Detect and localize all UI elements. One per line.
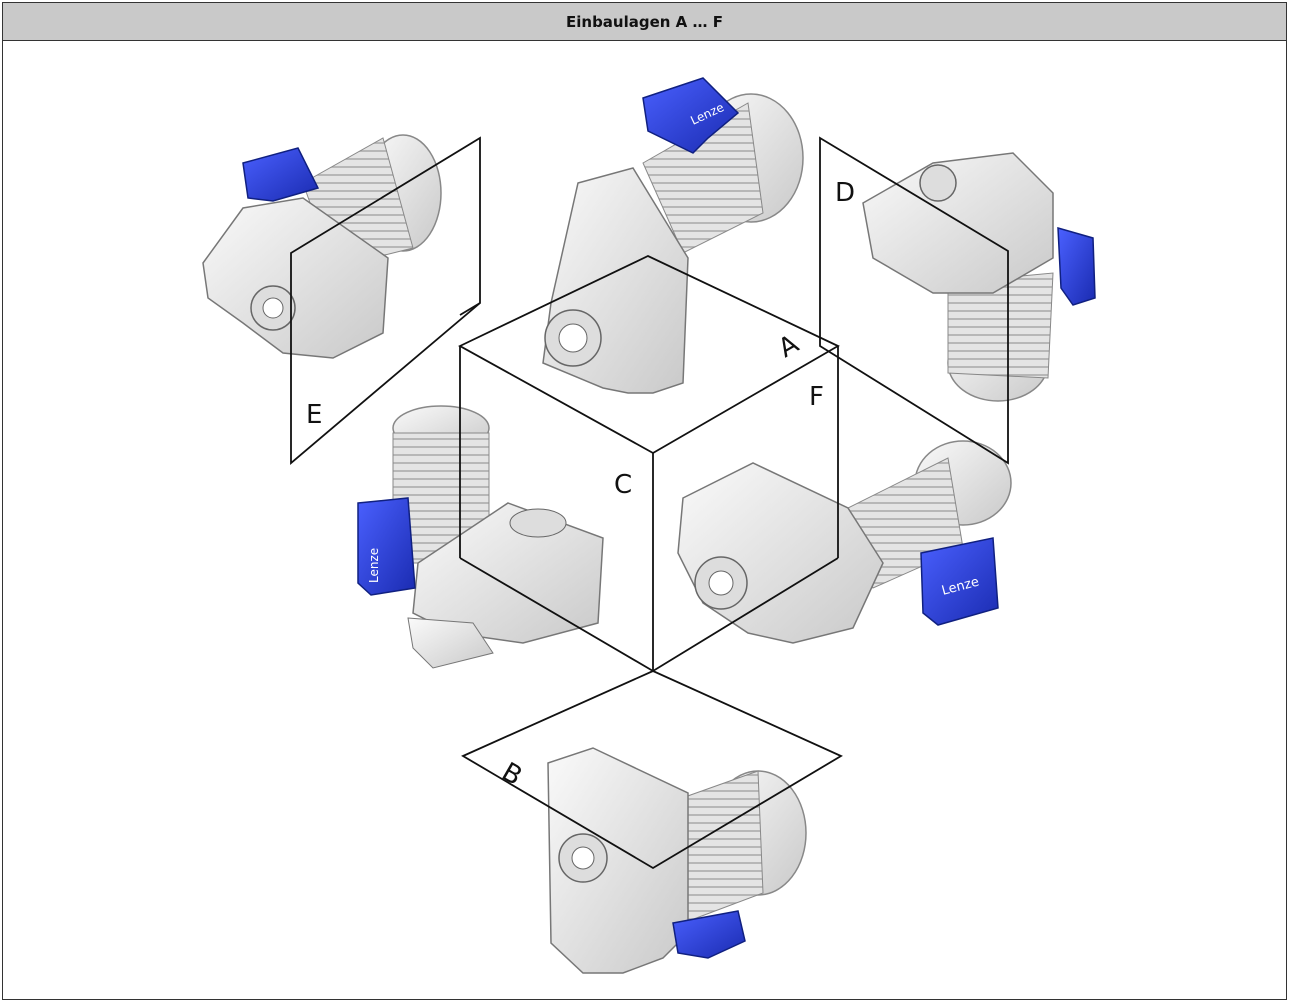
mounting-positions-diagram: Lenze Lenze <box>202 77 1096 974</box>
gearmotor-c: Lenze <box>357 405 604 669</box>
gearmotor-e <box>202 134 442 359</box>
label-position-f: F <box>809 382 824 412</box>
gearmotor-a: Lenze <box>542 77 804 394</box>
gearmotor-d <box>862 152 1096 402</box>
table-header: Einbaulagen A … F <box>3 3 1286 41</box>
orientation-cube <box>290 136 1009 870</box>
gearmotor-b <box>547 747 807 974</box>
plane-b <box>461 670 843 870</box>
label-position-a: A <box>774 329 805 364</box>
label-position-c: C <box>614 470 632 500</box>
label-position-d: D <box>835 178 855 208</box>
lenze-logo-c: Lenze <box>367 548 381 583</box>
label-position-b: B <box>497 757 527 792</box>
header-title: Einbaulagen A … F <box>566 12 723 31</box>
gearmotor-f: Lenze <box>677 440 1012 644</box>
label-position-e: E <box>306 400 322 430</box>
plane-d <box>819 136 1009 465</box>
